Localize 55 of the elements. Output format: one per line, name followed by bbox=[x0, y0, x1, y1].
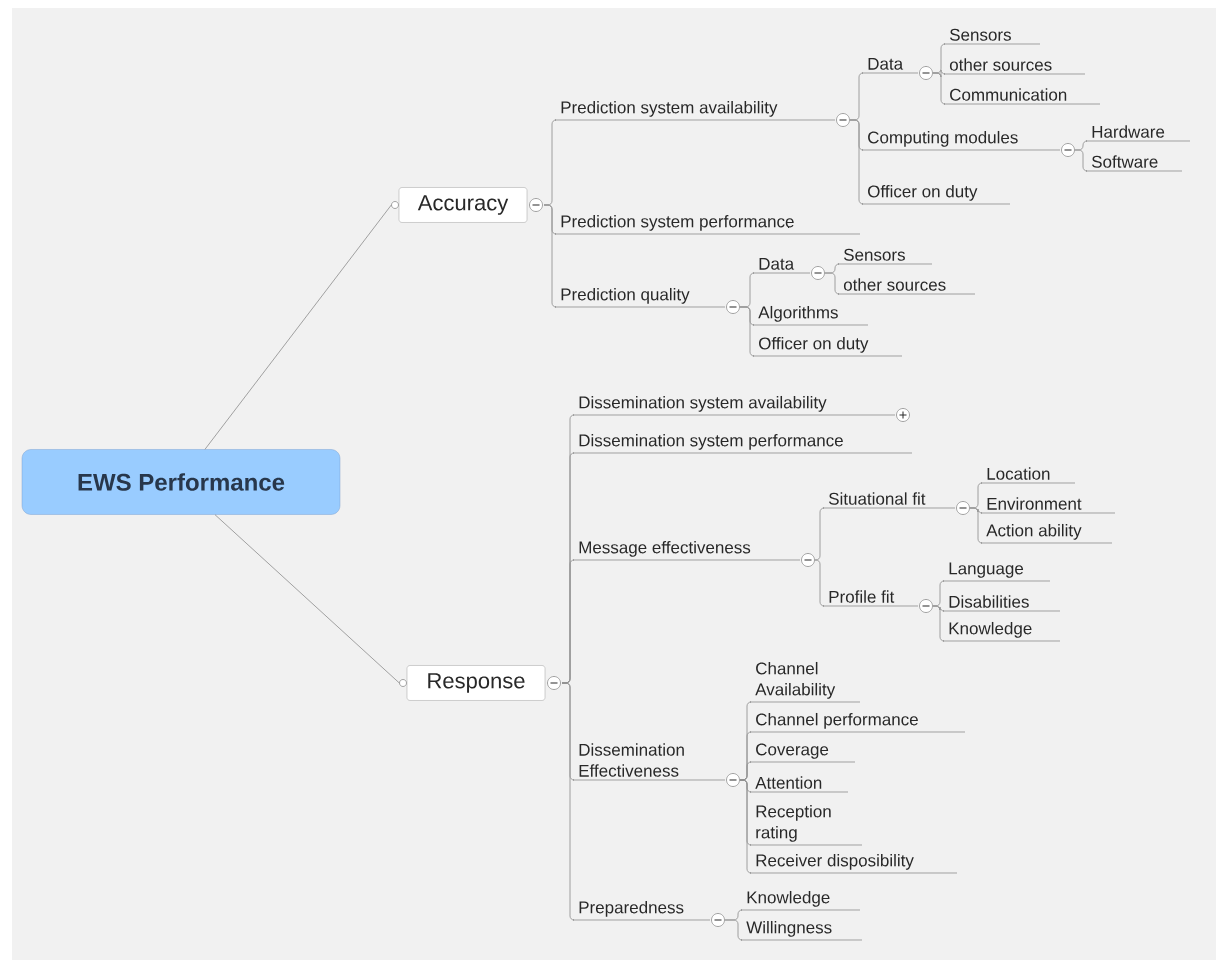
topic-label: Message effectiveness bbox=[572, 540, 801, 561]
topic-label: Data bbox=[752, 257, 811, 274]
branch-line bbox=[724, 919, 743, 941]
branch-line bbox=[739, 306, 755, 357]
topic-label: Knowledge bbox=[740, 890, 861, 911]
branch-line bbox=[932, 605, 945, 642]
topic-label: Receiver disposibility bbox=[749, 853, 958, 874]
topic-label: Algorithms bbox=[752, 305, 869, 326]
branch-line bbox=[814, 507, 825, 561]
topic-label: Computing modules bbox=[861, 130, 1061, 151]
topic-label: other sources bbox=[837, 278, 976, 295]
topic-label: Prediction system performance bbox=[554, 214, 861, 235]
topic-label: Knowledge bbox=[942, 621, 1061, 642]
topic-label: Data bbox=[861, 57, 919, 74]
topic-label: other sources bbox=[943, 58, 1086, 75]
branch-line bbox=[214, 514, 400, 684]
topic-label: Channel performance bbox=[749, 712, 966, 733]
topic-label: Sensors bbox=[943, 28, 1041, 45]
branch-line bbox=[1074, 149, 1088, 172]
branch-line bbox=[932, 72, 946, 105]
topic-label: Prediction system availability bbox=[554, 100, 836, 121]
topic-label: Officer on duty bbox=[861, 184, 1011, 205]
topic-label: Environment bbox=[980, 497, 1116, 514]
topic-label: Preparedness bbox=[572, 900, 711, 921]
topic-label: Channel Availability bbox=[749, 661, 861, 703]
topic-label: Attention bbox=[749, 776, 849, 793]
topic-label: Language bbox=[942, 562, 1051, 582]
topic-label: Prediction quality bbox=[554, 287, 726, 308]
topic-label: Dissemination system availability bbox=[572, 395, 896, 416]
topic-box: Response bbox=[406, 665, 546, 701]
topic-box: Accuracy bbox=[398, 187, 528, 223]
topic-label: Hardware bbox=[1085, 125, 1191, 142]
branch-line bbox=[561, 682, 575, 921]
topic-label: Profile fit bbox=[822, 590, 919, 607]
topic-label: Communication bbox=[943, 88, 1101, 105]
branch-line bbox=[814, 559, 825, 607]
topic-label: Officer on duty bbox=[752, 336, 903, 357]
branch-line bbox=[824, 272, 840, 295]
topic-label: Sensors bbox=[837, 248, 933, 265]
root-box: EWS Performance bbox=[21, 449, 341, 515]
topic-label: Coverage bbox=[749, 743, 856, 763]
branch-line bbox=[849, 119, 864, 205]
topic-label: Action ability bbox=[980, 523, 1113, 544]
topic-label: Dissemination Effectiveness bbox=[572, 743, 726, 781]
topic-label: Reception rating bbox=[749, 804, 863, 846]
branch-line bbox=[739, 779, 752, 874]
topic-label: Location bbox=[980, 467, 1076, 484]
branch-line bbox=[969, 507, 983, 544]
topic-label: Situational fit bbox=[822, 492, 956, 509]
branch-line bbox=[543, 204, 557, 308]
topic-label: Disabilities bbox=[942, 595, 1061, 612]
topic-label: Willingness bbox=[740, 920, 863, 941]
branch-line bbox=[204, 204, 392, 450]
topic-label: Software bbox=[1085, 155, 1183, 172]
topic-label: Dissemination system performance bbox=[572, 433, 913, 454]
